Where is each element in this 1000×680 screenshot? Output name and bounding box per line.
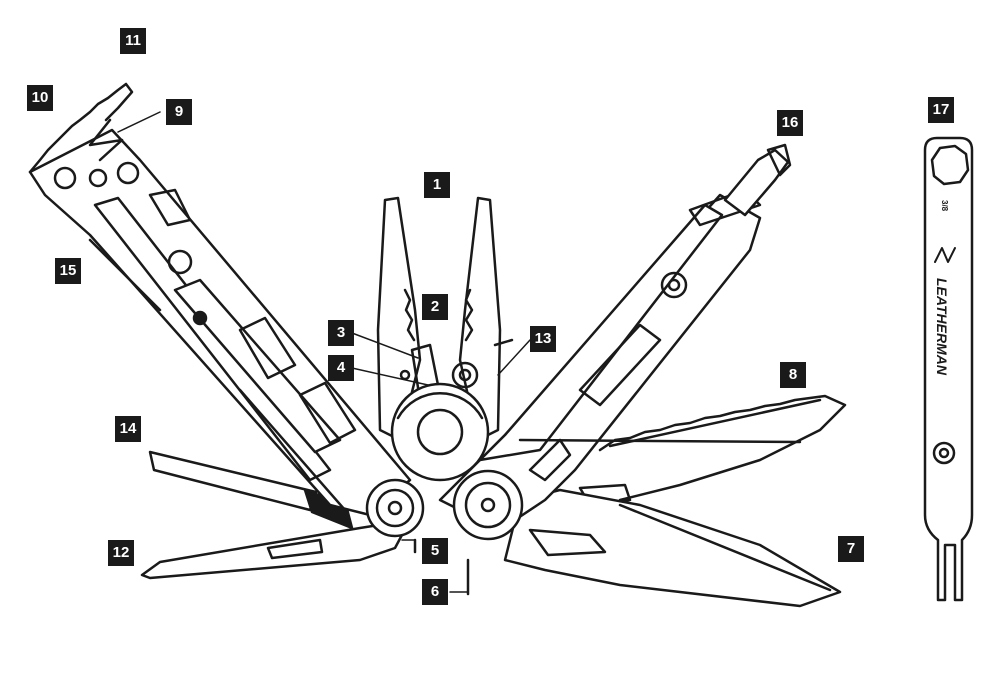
main-blade <box>503 488 842 608</box>
saw-blade <box>578 394 847 507</box>
callout-6: 6 <box>422 579 448 605</box>
leader-lines <box>117 111 531 593</box>
callout-15: 15 <box>55 258 81 284</box>
callout-9: 9 <box>166 99 192 125</box>
callout-8: 8 <box>780 362 806 388</box>
bit-driver-size: 3/8 <box>940 200 949 212</box>
right-handle <box>438 143 802 532</box>
callout-5: 5 <box>422 538 448 564</box>
callout-10: 10 <box>27 85 53 111</box>
callout-13: 13 <box>530 326 556 352</box>
bit-driver-brand: LEATHERMAN <box>934 278 950 376</box>
callout-2: 2 <box>422 294 448 320</box>
callout-16: 16 <box>777 110 803 136</box>
callout-14: 14 <box>115 416 141 442</box>
callout-17: 17 <box>928 97 954 123</box>
callout-11: 11 <box>120 28 146 54</box>
callout-7: 7 <box>838 536 864 562</box>
callout-4: 4 <box>328 355 354 381</box>
pliers <box>376 196 514 482</box>
callout-1: 1 <box>424 172 450 198</box>
left-blade <box>140 518 412 580</box>
bit-driver-tool: LEATHERMAN 3/8 <box>923 136 974 602</box>
left-handle <box>28 82 412 517</box>
pivots <box>365 469 524 596</box>
callout-12: 12 <box>108 540 134 566</box>
callout-3: 3 <box>328 320 354 346</box>
